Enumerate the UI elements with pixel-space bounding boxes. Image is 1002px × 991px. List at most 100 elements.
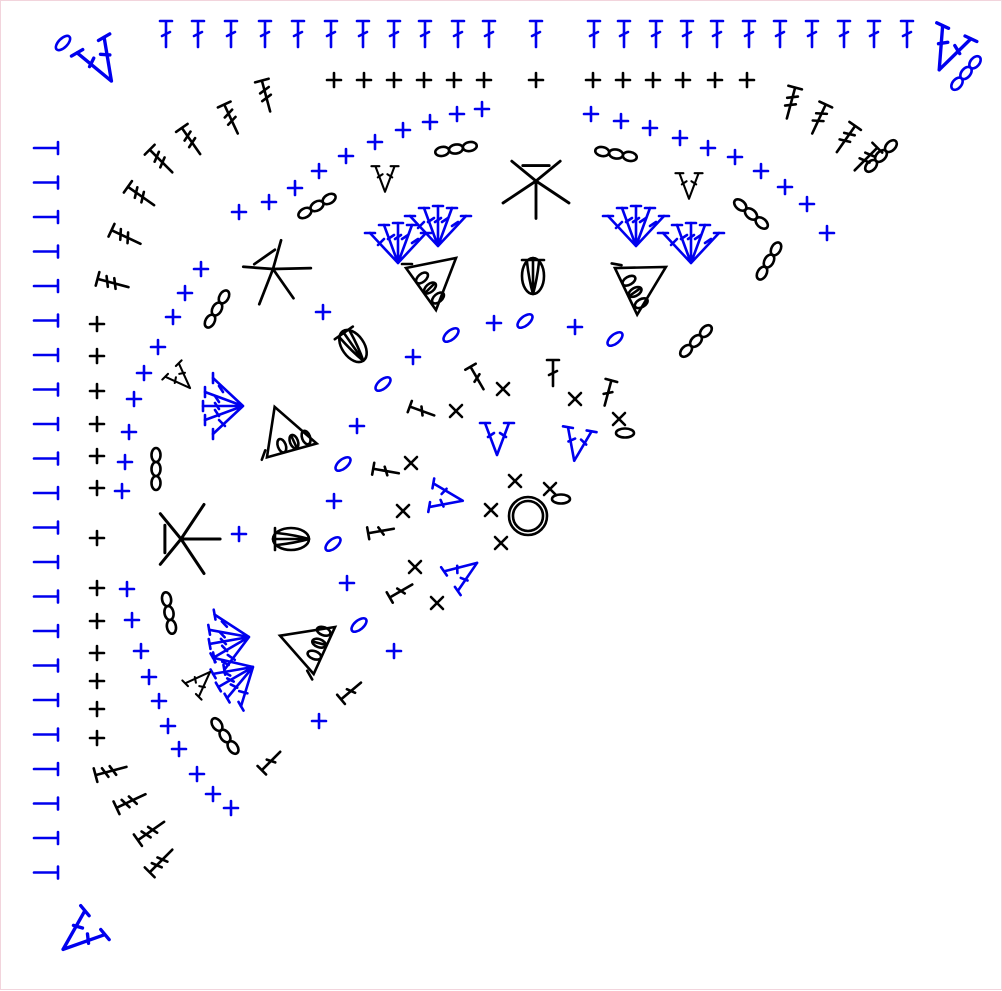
- single-crochet-icon: [232, 527, 246, 541]
- double-crochet-icon: [838, 21, 850, 47]
- double-crochet-icon: [325, 21, 337, 47]
- single-crochet-icon: [194, 262, 208, 276]
- picot-icon: [402, 258, 456, 310]
- chain-icon: [595, 146, 638, 162]
- single-crochet-icon: [495, 537, 507, 549]
- picot-icon: [604, 258, 666, 319]
- treble-crochet-icon: [160, 505, 220, 574]
- single-crochet-icon: [568, 320, 582, 334]
- half-double-crochet-icon: [34, 763, 58, 775]
- double-crochet-icon: [367, 523, 395, 539]
- single-crochet-icon: [137, 366, 151, 380]
- half-double-crochet-icon: [34, 280, 58, 292]
- single-crochet-icon: [485, 504, 497, 516]
- chain-icon: [53, 33, 72, 52]
- half-double-crochet-icon: [34, 246, 58, 258]
- single-crochet-icon: [90, 674, 104, 688]
- half-double-crochet-icon: [34, 556, 58, 568]
- chain-icon: [605, 330, 625, 348]
- single-crochet-icon: [90, 581, 104, 595]
- single-crochet-icon: [409, 561, 421, 573]
- half-double-crochet-icon: [34, 349, 58, 361]
- single-crochet-icon: [673, 131, 687, 145]
- single-crochet-icon: [142, 670, 156, 684]
- half-double-crochet-icon: [34, 832, 58, 844]
- single-crochet-icon: [339, 149, 353, 163]
- single-crochet-icon: [90, 317, 104, 331]
- treble-crochet-icon: [236, 235, 319, 316]
- single-crochet-icon: [475, 102, 489, 116]
- single-crochet-icon: [166, 310, 180, 324]
- single-crochet-icon: [90, 731, 104, 745]
- treble-crochet-icon: [806, 102, 832, 137]
- double-crochet-icon: [371, 166, 398, 192]
- double-crochet-icon: [599, 379, 617, 407]
- half-double-crochet-icon: [34, 211, 58, 223]
- half-double-crochet-icon: [34, 591, 58, 603]
- double-crochet-icon: [901, 21, 913, 47]
- single-crochet-icon: [754, 164, 768, 178]
- treble-crochet-icon: [94, 760, 129, 782]
- single-crochet-icon: [161, 719, 175, 733]
- double-crochet-icon: [258, 748, 285, 775]
- single-crochet-icon: [90, 646, 104, 660]
- half-double-crochet-icon: [34, 453, 58, 465]
- single-crochet-icon: [115, 484, 129, 498]
- double-crochet-icon: [292, 21, 304, 47]
- single-crochet-icon: [431, 597, 443, 609]
- single-crochet-icon: [497, 383, 509, 395]
- double-crochet-icon: [372, 463, 400, 479]
- single-crochet-icon: [312, 164, 326, 178]
- single-crochet-icon: [529, 73, 543, 87]
- single-crochet-icon: [178, 286, 192, 300]
- chain-icon: [297, 192, 338, 221]
- double-crochet-icon: [388, 21, 400, 47]
- single-crochet-icon: [569, 393, 581, 405]
- single-crochet-icon: [387, 644, 401, 658]
- double-crochet-icon: [530, 21, 542, 47]
- single-crochet-icon: [125, 613, 139, 627]
- treble-crochet-icon: [145, 145, 178, 178]
- single-crochet-icon: [134, 644, 148, 658]
- half-double-crochet-icon: [34, 487, 58, 499]
- single-crochet-icon: [224, 801, 238, 815]
- double-crochet-icon: [387, 579, 416, 602]
- chain-icon: [333, 455, 353, 473]
- half-double-crochet-icon: [34, 384, 58, 396]
- double-crochet-icon: [202, 638, 270, 715]
- double-crochet-icon: [919, 23, 977, 79]
- double-crochet-icon: [162, 360, 199, 397]
- double-crochet-icon: [547, 360, 559, 386]
- chain-icon: [441, 326, 461, 344]
- half-double-crochet-icon: [34, 177, 58, 189]
- chain-icon: [515, 312, 535, 330]
- single-crochet-icon: [423, 115, 437, 129]
- treble-crochet-icon: [218, 102, 244, 137]
- chain-icon: [949, 54, 983, 92]
- double-crochet-icon: [711, 21, 723, 47]
- double-crochet-icon: [650, 21, 662, 47]
- double-crochet-icon: [465, 364, 488, 393]
- chain-icon: [616, 429, 634, 438]
- single-crochet-icon: [90, 702, 104, 716]
- single-crochet-icon: [90, 614, 104, 628]
- double-crochet-icon: [658, 223, 724, 263]
- double-crochet-icon: [419, 21, 431, 47]
- double-crochet-icon: [675, 173, 702, 199]
- double-crochet-icon: [428, 478, 465, 517]
- single-crochet-icon: [405, 457, 417, 469]
- single-crochet-icon: [232, 205, 246, 219]
- double-crochet-icon: [71, 34, 130, 92]
- single-crochet-icon: [643, 121, 657, 135]
- double-crochet-icon: [868, 21, 880, 47]
- single-crochet-icon: [90, 449, 104, 463]
- single-crochet-icon: [206, 787, 220, 801]
- single-crochet-icon: [90, 349, 104, 363]
- magic-ring-icon: [509, 497, 547, 535]
- single-crochet-icon: [509, 475, 521, 487]
- double-crochet-icon: [743, 21, 755, 47]
- single-crochet-icon: [152, 694, 166, 708]
- single-crochet-icon: [417, 73, 431, 87]
- single-crochet-icon: [122, 425, 136, 439]
